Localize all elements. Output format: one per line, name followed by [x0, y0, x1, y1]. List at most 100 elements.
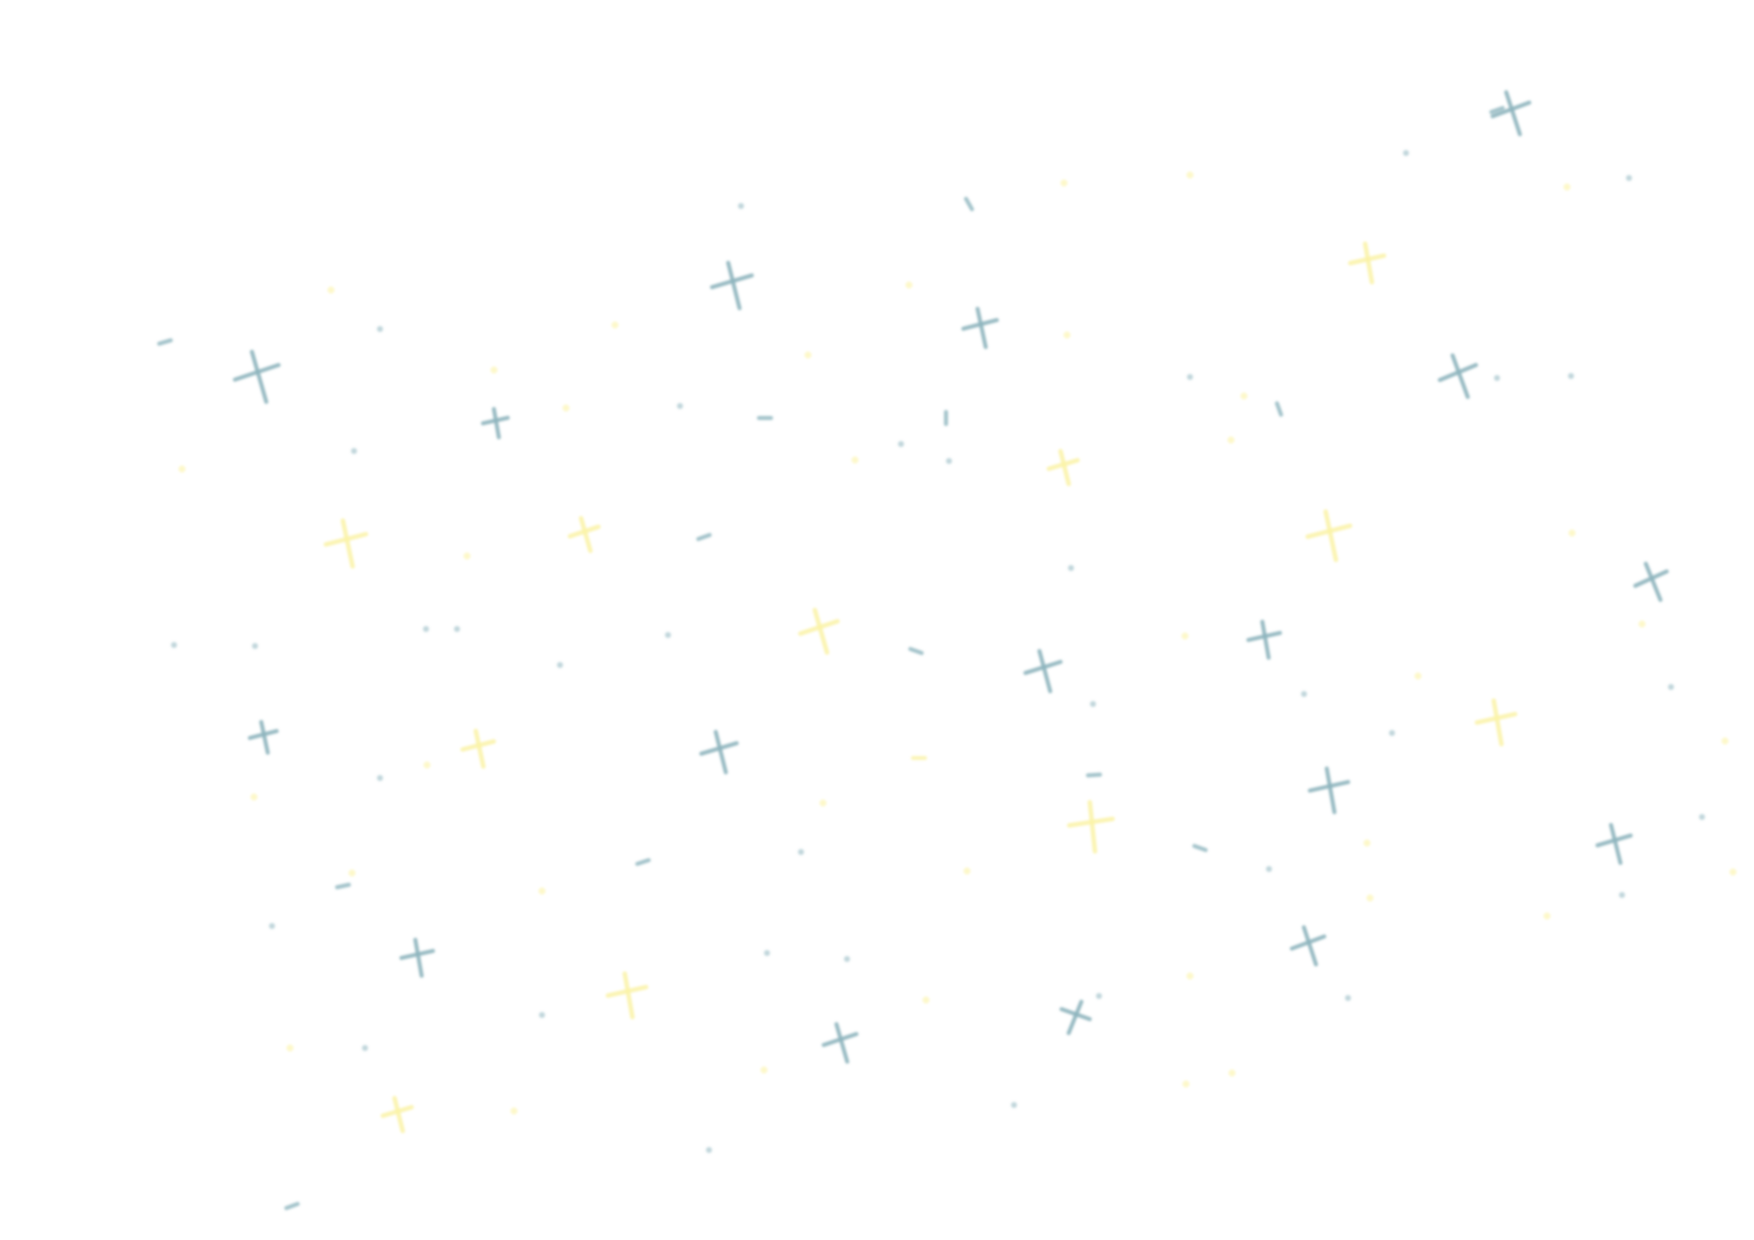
teal-dot — [362, 1045, 368, 1051]
teal-dot — [1568, 373, 1574, 379]
yellow-cross-mark — [323, 518, 369, 569]
yellow-dot — [611, 321, 619, 329]
yellow-dot — [851, 456, 859, 464]
teal-dot — [1403, 150, 1409, 156]
teal-dot — [1266, 866, 1272, 872]
teal-cross-mark — [1289, 925, 1327, 967]
yellow-dot — [463, 552, 471, 560]
yellow-dot — [286, 1044, 294, 1052]
yellow-cross-mark — [1305, 509, 1353, 563]
teal-dot — [252, 643, 258, 649]
teal-cross-mark — [1307, 766, 1351, 815]
teal-dot — [1068, 565, 1074, 571]
teal-dot — [351, 448, 357, 454]
yellow-dot — [1721, 737, 1729, 745]
teal-dot — [1626, 175, 1632, 181]
yellow-dot — [1729, 868, 1737, 876]
teal-dash — [964, 196, 974, 212]
yellow-dot — [250, 793, 258, 801]
yellow-dot — [905, 281, 913, 289]
yellow-dot — [804, 351, 812, 359]
yellow-dot — [1228, 1069, 1236, 1077]
teal-cross-mark — [1437, 353, 1478, 399]
teal-dash — [1086, 772, 1102, 778]
teal-dot — [665, 632, 671, 638]
teal-cross-mark — [399, 937, 435, 978]
yellow-dot — [1563, 183, 1571, 191]
yellow-dot — [1638, 620, 1646, 628]
yellow-cross-mark — [1474, 698, 1518, 747]
teal-dot — [1619, 892, 1625, 898]
teal-dash — [1489, 105, 1505, 115]
teal-dash — [696, 532, 712, 542]
yellow-dot — [1060, 179, 1068, 187]
teal-dot — [269, 923, 275, 929]
yellow-dot — [1227, 436, 1235, 444]
teal-cross-mark — [710, 260, 754, 311]
teal-dot — [844, 956, 850, 962]
yellow-cross-mark — [380, 1095, 414, 1134]
teal-dot — [1187, 374, 1193, 380]
yellow-dot — [922, 996, 930, 1004]
teal-cross-mark — [481, 407, 510, 440]
teal-cross-mark — [1246, 619, 1282, 660]
teal-dot — [539, 1012, 545, 1018]
teal-cross-mark — [1490, 90, 1532, 137]
yellow-dot — [423, 761, 431, 769]
yellow-dot — [1186, 972, 1194, 980]
yellow-dot — [510, 1107, 518, 1115]
teal-dot — [1668, 684, 1674, 690]
teal-dot — [1699, 814, 1705, 820]
yellow-cross-mark — [460, 728, 497, 769]
teal-dot — [798, 849, 804, 855]
teal-dash — [908, 646, 924, 656]
teal-dot — [1301, 691, 1307, 697]
teal-dash — [335, 882, 351, 890]
teal-dot — [898, 441, 904, 447]
yellow-cross-mark — [798, 607, 840, 655]
teal-cross-mark — [232, 349, 281, 404]
yellow-dot — [490, 366, 498, 374]
teal-dot — [377, 775, 383, 781]
teal-dot — [764, 950, 770, 956]
yellow-dot — [819, 799, 827, 807]
yellow-dot — [1240, 392, 1248, 400]
yellow-cross-mark — [605, 971, 649, 1020]
yellow-dot — [538, 887, 546, 895]
teal-cross-mark — [821, 1022, 859, 1064]
yellow-dot — [178, 465, 186, 473]
teal-dot — [171, 642, 177, 648]
teal-dot — [1494, 375, 1500, 381]
teal-dot — [738, 203, 744, 209]
teal-dot — [1090, 701, 1096, 707]
yellow-dot — [760, 1066, 768, 1074]
teal-dot — [454, 626, 460, 632]
yellow-dot — [963, 867, 971, 875]
yellow-dot — [1366, 894, 1374, 902]
yellow-dot — [1568, 529, 1576, 537]
teal-dot — [423, 626, 429, 632]
yellow-dot — [1543, 912, 1551, 920]
yellow-cross-mark — [567, 516, 601, 553]
teal-cross-mark — [1059, 999, 1092, 1036]
teal-cross-mark — [1633, 561, 1669, 602]
teal-cross-mark — [961, 306, 999, 350]
teal-cross-mark — [247, 720, 279, 755]
yellow-dot — [1181, 632, 1189, 640]
teal-dash — [1274, 401, 1284, 417]
yellow-dot — [348, 869, 356, 877]
yellow-dot — [1363, 839, 1371, 847]
teal-cross-mark — [1595, 822, 1633, 865]
yellow-cross-mark — [1067, 799, 1115, 854]
teal-dash — [157, 338, 173, 346]
teal-cross-mark — [1023, 648, 1063, 694]
teal-dot — [557, 662, 563, 668]
yellow-dot — [1182, 1080, 1190, 1088]
teal-cross-mark — [699, 729, 739, 775]
yellow-cross-mark — [1348, 241, 1387, 285]
teal-dash — [1192, 843, 1208, 853]
teal-dash — [635, 858, 651, 866]
teal-dot — [377, 326, 383, 332]
